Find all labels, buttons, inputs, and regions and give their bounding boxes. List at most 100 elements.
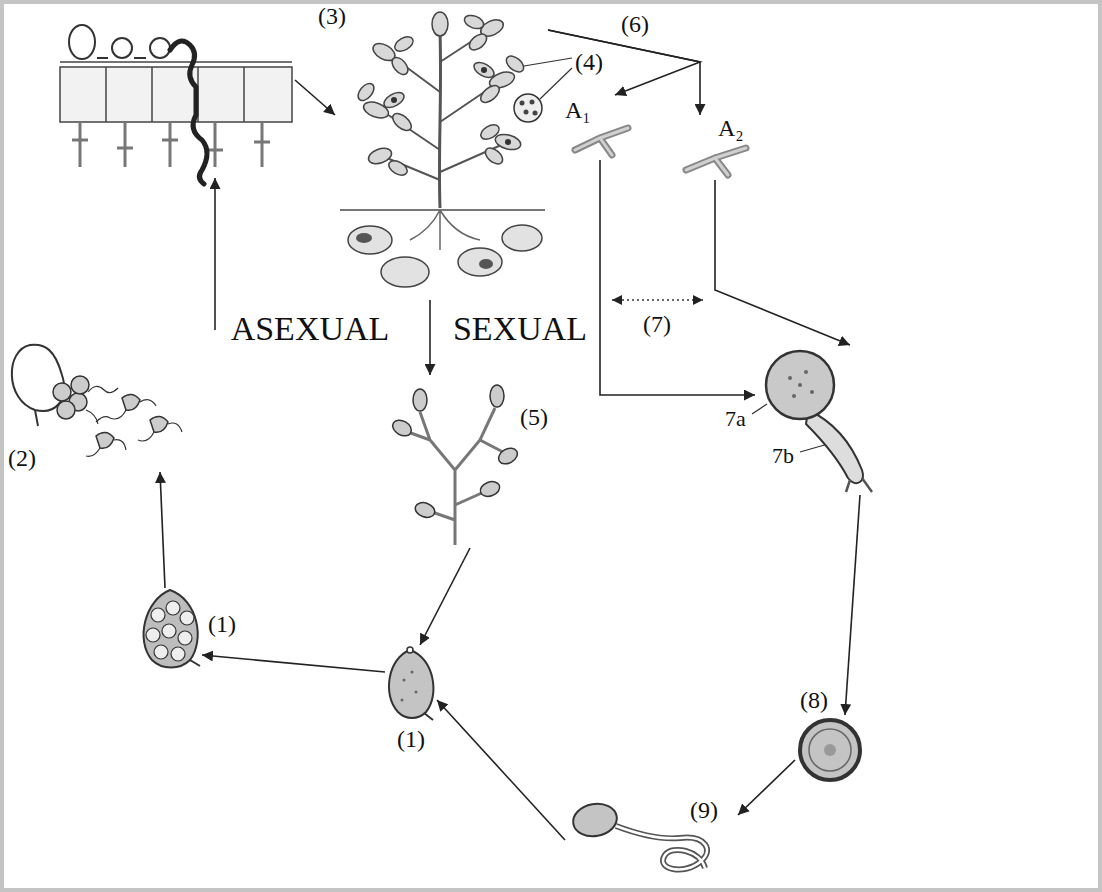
potato-plant	[432, 12, 448, 36]
stage-figure: (8)	[795, 715, 865, 785]
germinating-oospore	[616, 826, 707, 869]
zoosporangium	[144, 590, 200, 668]
stage-number: (2)	[8, 446, 36, 470]
sporangium	[403, 679, 406, 682]
sporangium	[401, 699, 404, 702]
potato-plant	[481, 67, 487, 73]
leaf-section	[97, 57, 108, 59]
zoospores	[71, 376, 89, 394]
zoosporangium	[154, 645, 168, 659]
potato-plant	[463, 13, 486, 31]
cycle-arrow	[160, 472, 165, 588]
callout-number: (6)	[621, 12, 649, 36]
stage-number: (4)	[575, 50, 603, 74]
zoosporangium	[162, 624, 176, 638]
potato-plant	[502, 225, 542, 251]
stage-number: A₁	[565, 98, 591, 122]
zoosporangium	[180, 611, 194, 625]
sporangium	[389, 650, 433, 718]
mating-arrow	[612, 299, 703, 301]
stage-figure: (5)	[395, 375, 515, 548]
germinating-oospore	[616, 826, 707, 869]
stage-figure: (3)	[55, 20, 295, 178]
mating-arrow	[612, 300, 703, 301]
stage-figure: (1)	[137, 588, 202, 668]
leaf-section	[150, 38, 170, 58]
germinating-oospore	[571, 800, 707, 869]
potato-plant	[340, 12, 545, 287]
potato-plant	[391, 97, 397, 103]
zoosporangium	[144, 590, 198, 668]
gametangia	[792, 394, 796, 398]
leaf-section	[134, 57, 146, 59]
cycle-arrow	[600, 160, 755, 395]
leaf-section	[112, 38, 132, 58]
leaf-section	[151, 67, 153, 122]
sporangium	[411, 671, 414, 674]
gametangia	[766, 351, 872, 492]
potato-plant	[466, 31, 489, 53]
zoospores	[35, 410, 38, 426]
zoosporangium	[178, 631, 192, 645]
sporangium	[424, 713, 433, 720]
leaf-section	[60, 25, 292, 184]
leaf-section	[60, 67, 292, 122]
potato-plant	[514, 94, 542, 122]
leader-line	[752, 404, 767, 414]
svg-part	[160, 30, 860, 840]
stage-number: (1)	[208, 612, 236, 636]
sporangiophore	[496, 445, 520, 467]
leaf-section	[72, 122, 270, 167]
cycle-arrow	[845, 495, 860, 715]
zoosporangium	[151, 608, 165, 622]
cycle-arrow	[738, 760, 795, 815]
stage-number: A₂	[718, 116, 744, 140]
potato-plant	[458, 248, 502, 276]
leader-line	[800, 444, 828, 452]
leaf-section	[105, 67, 107, 122]
potato-plant	[355, 80, 377, 103]
cycle-arrow	[214, 178, 216, 330]
cycle-arrow	[420, 548, 470, 645]
potato-plant	[356, 233, 372, 243]
potato-plant	[410, 210, 480, 250]
gametangia	[806, 410, 863, 483]
oospore	[809, 729, 851, 771]
potato-plant	[389, 54, 411, 77]
oospore	[800, 720, 860, 780]
potato-plant	[392, 34, 415, 54]
sporangium	[415, 691, 418, 694]
gametangia	[810, 390, 814, 394]
leader-line	[524, 58, 572, 66]
potato-plant	[340, 209, 545, 211]
potato-plant	[494, 132, 523, 152]
gametangia	[846, 478, 872, 492]
sporangiophore	[390, 385, 520, 520]
stage-number: (9)	[690, 798, 718, 822]
potato-plant	[524, 110, 529, 115]
oospore	[824, 744, 836, 756]
stage-figure: A₂	[680, 115, 750, 180]
zoosporangium	[190, 660, 200, 666]
hypha	[575, 128, 628, 155]
cycle-arrow	[548, 30, 700, 95]
sporangiophore	[390, 417, 414, 439]
potato-plant	[355, 12, 527, 178]
stage-number: 7a	[725, 408, 746, 430]
zoosporangium	[146, 628, 160, 642]
hypha	[686, 148, 746, 175]
zoospores	[96, 394, 168, 448]
callout-number: (7)	[643, 312, 671, 336]
potato-plant	[390, 110, 415, 133]
stage-number: (1)	[397, 727, 425, 751]
stage-figure: (4)	[335, 10, 548, 300]
potato-plant	[348, 226, 392, 254]
potato-plant	[386, 158, 409, 178]
leader-line	[540, 68, 572, 99]
cycle-arrow	[715, 180, 850, 345]
sporangiophore	[390, 385, 520, 545]
stage-figure: (9)	[565, 795, 738, 883]
